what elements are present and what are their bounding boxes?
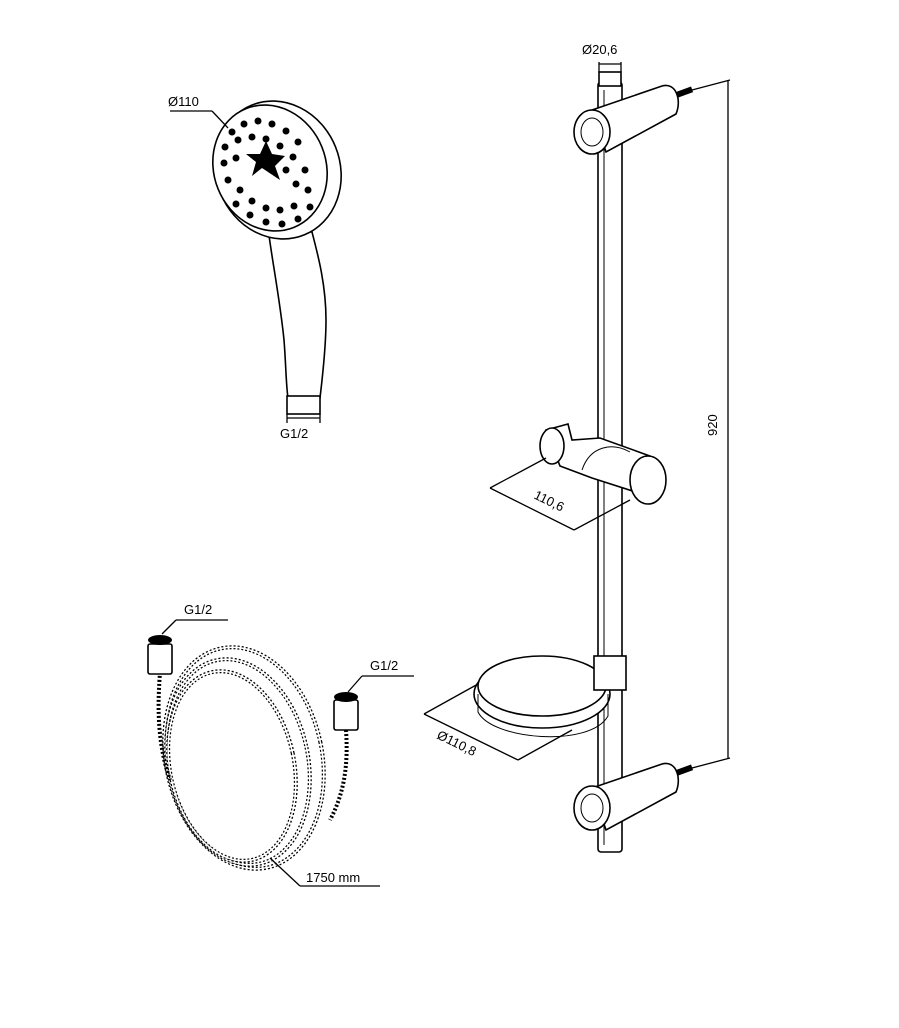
slide-rail: Ø20,6 920 110,6 Ø110,8 bbox=[423, 42, 731, 853]
bottom-wall-bracket bbox=[573, 762, 694, 832]
spray-nozzles bbox=[220, 117, 314, 228]
hand-shower-connector bbox=[286, 395, 321, 415]
top-wall-bracket bbox=[573, 71, 694, 155]
dish-diameter-label: Ø110,8 bbox=[435, 727, 479, 759]
hand-shower: Ø110 G1/2 bbox=[168, 94, 342, 441]
hose-thread-right-label: G1/2 bbox=[370, 658, 398, 673]
rail-diameter-label: Ø20,6 bbox=[582, 42, 617, 57]
hose-connector-right bbox=[333, 692, 359, 731]
head-thread-label: G1/2 bbox=[280, 426, 308, 441]
sliding-holder bbox=[539, 423, 667, 505]
soap-dish bbox=[473, 655, 627, 738]
hose-connector-left bbox=[147, 635, 173, 675]
rail-length-label: 920 bbox=[705, 414, 720, 436]
hand-shower-handle bbox=[267, 227, 327, 399]
head-diameter-label: Ø110 bbox=[168, 94, 199, 109]
shower-hose: G1/2 G1/2 1750 mm bbox=[147, 602, 414, 887]
hose-thread-left-label: G1/2 bbox=[184, 602, 212, 617]
spray-star-icon bbox=[246, 141, 285, 180]
hose-length-label: 1750 mm bbox=[306, 870, 360, 885]
holder-depth-label: 110,6 bbox=[532, 487, 567, 514]
